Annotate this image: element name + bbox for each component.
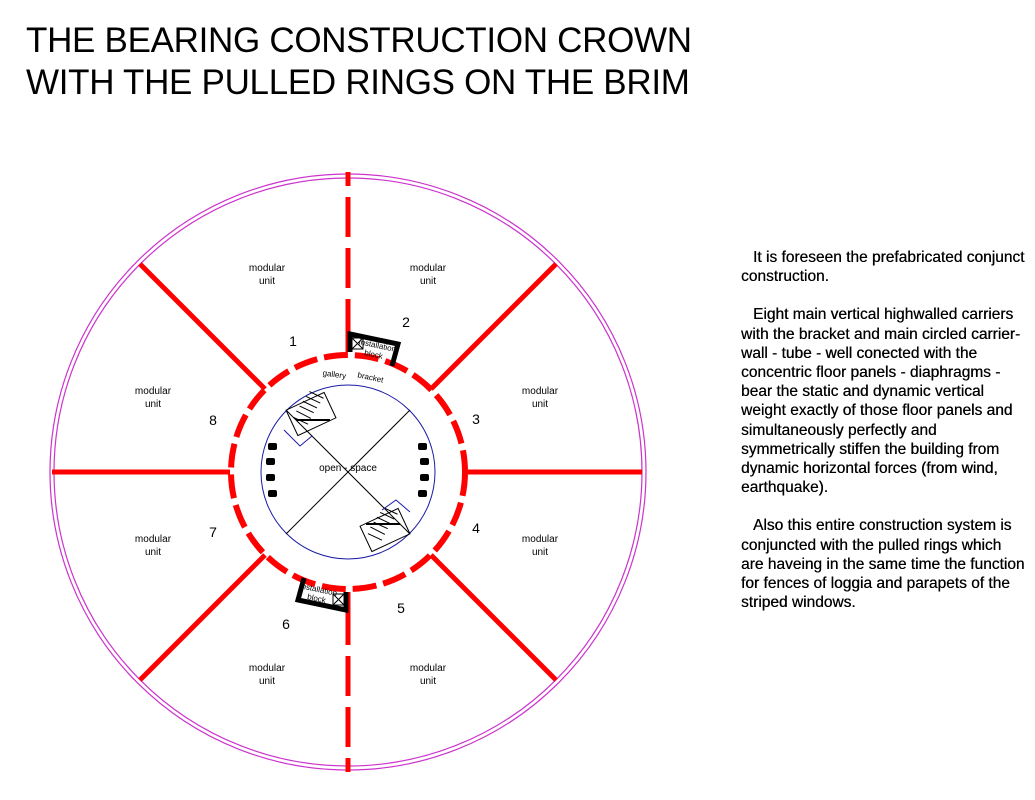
carrier-number-1: 1 [289, 333, 297, 349]
modular-unit-labels: modular unit modular unit modular unit m… [135, 263, 559, 687]
description-paragraph-3: Also this entire construction system is … [741, 517, 1025, 612]
svg-text:unit: unit [420, 676, 436, 687]
modular-unit-west-lower: modular unit [135, 534, 172, 558]
svg-text:modular: modular [410, 663, 447, 674]
modular-unit-west-upper: modular unit [135, 386, 172, 410]
description-text: It is foreseen the prefabricated conjunc… [741, 248, 1026, 631]
title-line-1: THE BEARING CONSTRUCTION CROWN [26, 21, 692, 60]
carrier-number-3: 3 [472, 411, 480, 427]
carrier-number-5: 5 [397, 600, 405, 616]
svg-text:unit: unit [145, 399, 161, 410]
svg-text:unit: unit [259, 676, 275, 687]
modular-unit-east-upper: modular unit [522, 386, 559, 410]
radial-carriers [52, 172, 642, 772]
elevator-blocks-east [418, 443, 429, 497]
modular-unit-north-east: modular unit [410, 263, 447, 287]
installation-block-south-line-2: block [306, 592, 327, 605]
svg-text:modular: modular [135, 386, 172, 397]
open-space-circle [260, 384, 436, 560]
staircase-north-west [283, 391, 337, 447]
carrier-north-west [138, 262, 267, 391]
staircase-south-east [359, 499, 411, 553]
installation-block-north-line-2: block [363, 348, 384, 361]
elevator-blocks-west [266, 443, 277, 497]
description-paragraph-2: Eight main vertical highwalled carriers … [741, 306, 1021, 497]
svg-text:unit: unit [420, 276, 436, 287]
svg-text:modular: modular [522, 534, 559, 545]
installation-block-south: installation block [294, 577, 349, 614]
open-space-label: open - space [319, 463, 377, 474]
svg-text:unit: unit [145, 547, 161, 558]
carrier-number-4: 4 [472, 520, 480, 536]
svg-text:unit: unit [532, 399, 548, 410]
carrier-number-7: 7 [209, 524, 217, 540]
carrier-south-east [429, 553, 558, 682]
carrier-numbers: 1 2 3 4 5 6 7 8 [209, 314, 480, 632]
carrier-number-6: 6 [282, 616, 290, 632]
modular-unit-south-east: modular unit [410, 663, 447, 687]
carrier-number-8: 8 [209, 412, 217, 428]
title-line-2: WITH THE PULLED RINGS ON THE BRIM [26, 63, 690, 102]
modular-unit-north-west: modular unit [249, 263, 286, 287]
circled-carrier-wall [228, 352, 468, 592]
svg-text:modular: modular [135, 534, 172, 545]
carrier-north-east [429, 262, 558, 391]
svg-text:unit: unit [259, 276, 275, 287]
carrier-south-west [138, 553, 267, 682]
svg-text:modular: modular [410, 263, 447, 274]
page-title: THE BEARING CONSTRUCTION CROWN WITH THE … [26, 20, 692, 104]
description-paragraph-1: It is foreseen the prefabricated conjunc… [741, 249, 1025, 286]
modular-unit-south-west: modular unit [249, 663, 286, 687]
open-space-cross [285, 409, 411, 535]
svg-text:unit: unit [532, 547, 548, 558]
svg-text:modular: modular [249, 263, 286, 274]
gallery-label: gallery [322, 368, 347, 380]
svg-text:modular: modular [249, 663, 286, 674]
installation-block-north: installation block [347, 330, 402, 367]
bracket-label: bracket [357, 370, 385, 384]
carrier-number-2: 2 [402, 314, 410, 330]
modular-unit-east-lower: modular unit [522, 534, 559, 558]
svg-text:modular: modular [522, 386, 559, 397]
